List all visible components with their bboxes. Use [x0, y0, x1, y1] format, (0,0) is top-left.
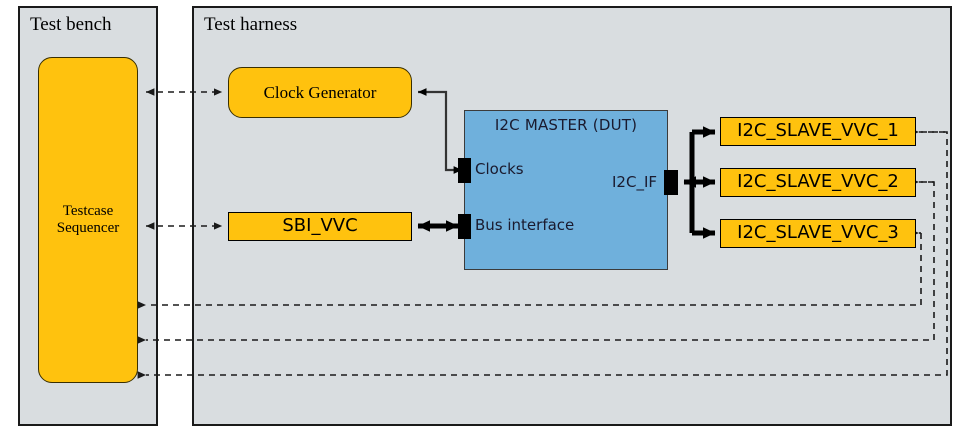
block-i2c-slave-vvc-2[interactable]: I2C_SLAVE_VVC_2: [720, 168, 916, 197]
dut-title: I2C MASTER (DUT): [494, 116, 638, 134]
panel-title-test-bench: Test bench: [30, 14, 112, 35]
sequencer-label-line2: Sequencer: [56, 220, 120, 236]
block-sbi-vvc[interactable]: SBI_VVC: [228, 212, 412, 241]
block-i2c-slave-vvc-3[interactable]: I2C_SLAVE_VVC_3: [720, 219, 916, 248]
sbi-vvc-label: SBI_VVC: [282, 215, 358, 237]
i2c-slave-vvc-1-label: I2C_SLAVE_VVC_1: [737, 120, 899, 142]
i2c-slave-vvc-3-label: I2C_SLAVE_VVC_3: [737, 222, 899, 244]
dut-port-i2c-if[interactable]: [664, 170, 678, 195]
dut-port-label-bus-interface: Bus interface: [475, 216, 575, 234]
dut-port-bus-interface[interactable]: [458, 214, 471, 239]
panel-title-test-harness: Test harness: [204, 14, 298, 35]
clock-generator-label: Clock Generator: [263, 82, 377, 102]
dut-port-clocks[interactable]: [458, 158, 471, 183]
dut-port-label-clocks: Clocks: [475, 160, 524, 178]
sequencer-label-line1: Testcase: [62, 203, 114, 220]
dut-port-label-i2c-if: I2C_IF: [612, 173, 657, 191]
i2c-slave-vvc-2-label: I2C_SLAVE_VVC_2: [737, 171, 899, 193]
block-i2c-master-dut[interactable]: I2C MASTER (DUT) Clocks Bus interface I2…: [464, 110, 668, 270]
block-clock-generator[interactable]: Clock Generator: [228, 67, 412, 118]
block-testcase-sequencer[interactable]: Testcase Sequencer: [38, 57, 138, 383]
block-i2c-slave-vvc-1[interactable]: I2C_SLAVE_VVC_1: [720, 117, 916, 146]
